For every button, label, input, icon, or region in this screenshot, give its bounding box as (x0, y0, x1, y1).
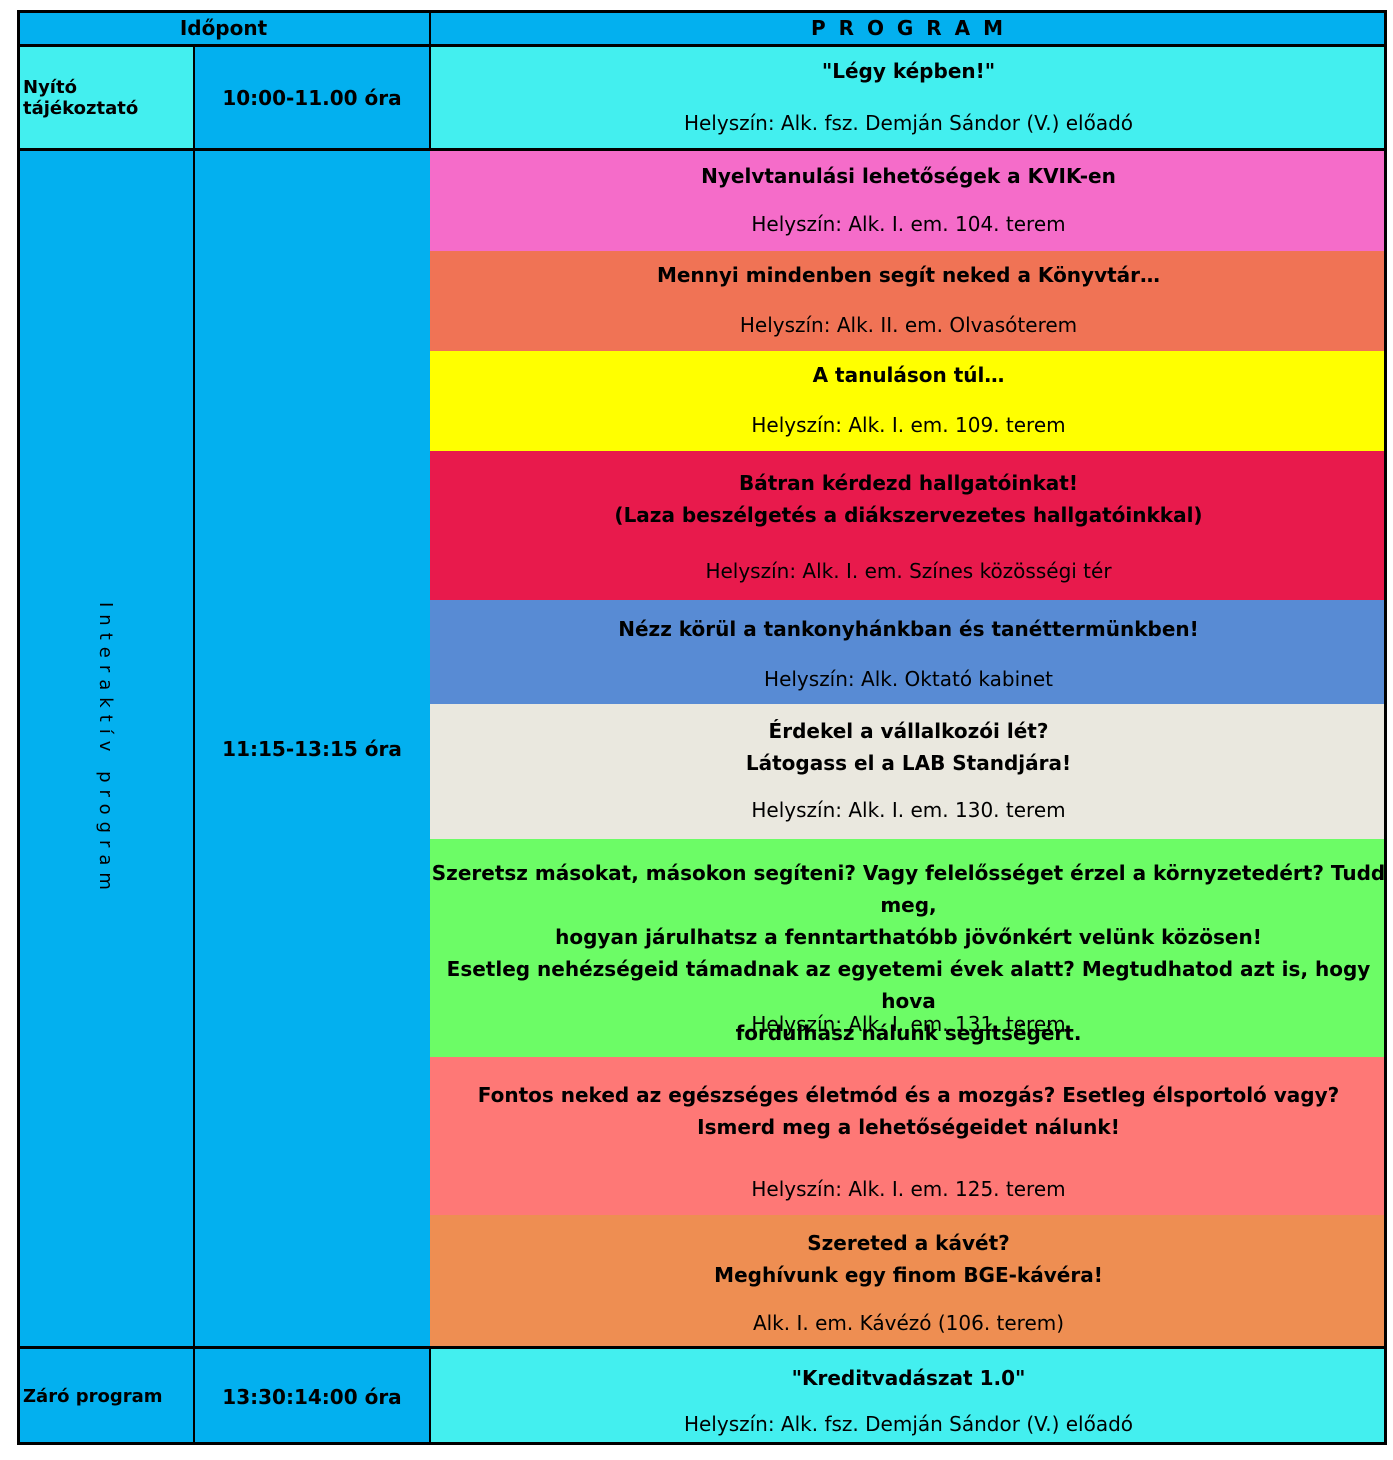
border-right (1384, 10, 1387, 1445)
header-divider (17, 44, 1387, 47)
column-divider-3 (429, 1348, 431, 1445)
closing-divider (17, 1346, 1387, 1349)
closing-label: Záró program (17, 1348, 194, 1445)
program-item-title: Nyelvtanulási lehetőségek a KVIK-en (701, 164, 1116, 188)
program-item: Bátran kérdezd hallgatóinkat! (Laza besz… (430, 451, 1387, 600)
program-item: Mennyi mindenben segít neked a Könyvtár…… (430, 251, 1387, 351)
program-item-location: Helyszín: Alk. I. em. 104. terem (751, 212, 1066, 236)
program-item-title: A tanuláson túl… (812, 363, 1005, 387)
program-item-title: Szereted a kávét? Meghívunk egy finom BG… (714, 1231, 1103, 1287)
program-item: Érdekel a vállalkozói lét? Látogass el a… (430, 704, 1387, 839)
program-item-location: Helyszín: Alk. I. em. 131. terem (751, 1012, 1066, 1036)
opening-location: Helyszín: Alk. fsz. Demján Sándor (V.) e… (683, 111, 1134, 135)
column-divider-1 (193, 46, 195, 1445)
opening-title: "Légy képben!" (821, 59, 996, 83)
program-item-location: Helyszín: Alk. Oktató kabinet (764, 667, 1053, 691)
interactive-label-cell: Interaktív program (17, 150, 194, 1348)
program-item-location: Helyszín: Alk. II. em. Olvasóterem (739, 313, 1078, 337)
schedule-table: Időpont P R O G R A M Nyító tájékoztató … (17, 10, 1387, 1445)
closing-program: "Kreditvadászat 1.0" Helyszín: Alk. fsz.… (430, 1348, 1387, 1445)
interactive-label: Interaktív program (95, 601, 116, 897)
program-item: Nézz körül a tankonyhánkban és tanétterm… (430, 600, 1387, 704)
program-item: Fontos neked az egészséges életmód és a … (430, 1057, 1387, 1215)
opening-label: Nyító tájékoztató (17, 46, 194, 150)
program-item-title: Bátran kérdezd hallgatóinkat! (Laza besz… (614, 471, 1203, 527)
closing-time: 13:30:14:00 óra (194, 1348, 430, 1445)
program-item-title: Érdekel a vállalkozói lét? Látogass el a… (745, 719, 1072, 775)
program-item-title: Mennyi mindenben segít neked a Könyvtár… (656, 263, 1161, 287)
column-divider-2 (429, 10, 431, 151)
program-item-location: Helyszín: Alk. I. em. Színes közösségi t… (705, 559, 1112, 583)
program-item-location: Helyszín: Alk. I. em. 109. terem (751, 413, 1066, 437)
program-item-title: Nézz körül a tankonyhánkban és tanétterm… (618, 617, 1199, 641)
closing-location: Helyszín: Alk. fsz. Demján Sándor (V.) e… (683, 1412, 1134, 1436)
interactive-time: 11:15-13:15 óra (194, 150, 430, 1348)
program-item: Szereted a kávét? Meghívunk egy finom BG… (430, 1215, 1387, 1348)
border-top (17, 10, 1387, 13)
closing-title: "Kreditvadászat 1.0" (791, 1366, 1026, 1390)
header-row (17, 10, 1387, 46)
opening-divider (17, 148, 1387, 151)
header-program-label: P R O G R A M (810, 16, 1007, 40)
opening-program: "Légy képben!" Helyszín: Alk. fsz. Demjá… (430, 46, 1387, 150)
program-item-title: Szeretsz másokat, másokon segíteni? Vagy… (431, 861, 1386, 1045)
header-time-label: Időpont (179, 16, 268, 40)
program-item: A tanuláson túl… Helyszín: Alk. I. em. 10… (430, 351, 1387, 451)
program-item: Szeretsz másokat, másokon segíteni? Vagy… (430, 839, 1387, 1057)
border-left (17, 10, 20, 1445)
program-item-title: Fontos neked az egészséges életmód és a … (477, 1083, 1340, 1139)
program-item-location: Helyszín: Alk. I. em. 125. terem (751, 1177, 1066, 1201)
program-item-location: Alk. I. em. Kávézó (106. terem) (752, 1311, 1065, 1335)
program-item-location: Helyszín: Alk. I. em. 130. terem (751, 798, 1066, 822)
opening-time: 10:00-11.00 óra (194, 46, 430, 150)
border-bottom (17, 1442, 1387, 1445)
